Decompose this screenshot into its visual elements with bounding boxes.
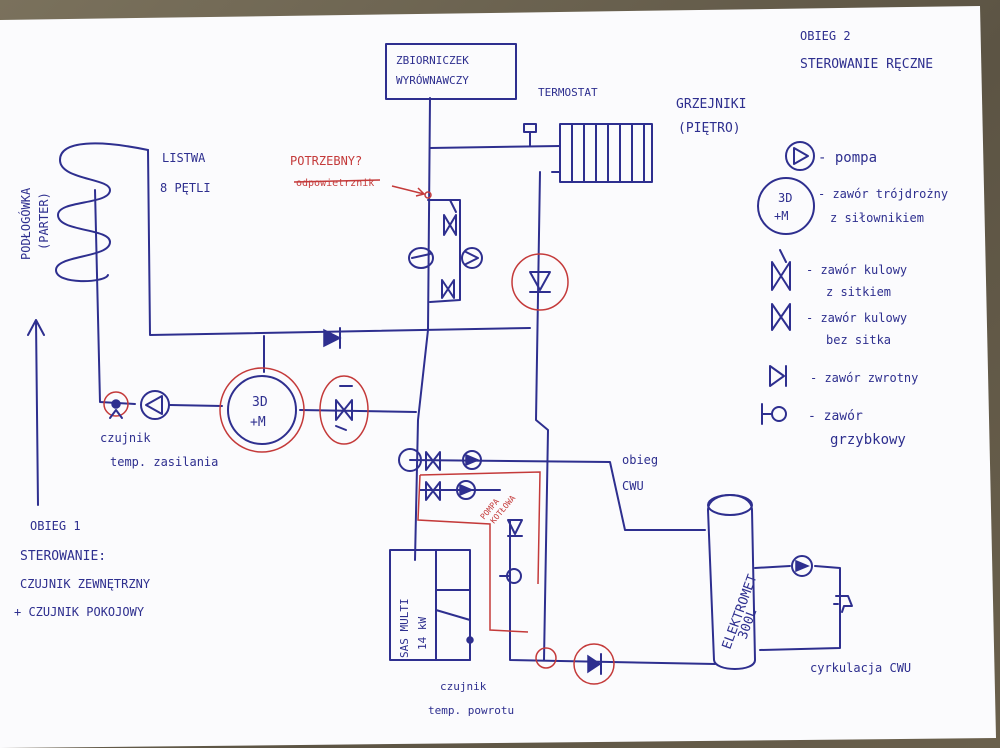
expansion-tank: ZBIORNICZEK WYRÓWNAWCZY [385, 43, 517, 100]
legend-check-text: - zawór zwrotny [810, 371, 918, 385]
legend-mixing-line2: +M [774, 209, 788, 223]
manifold-label-2: 8 PĘTLI [160, 181, 211, 195]
manifold-label-1: LISTWA [162, 151, 206, 165]
circulation-pump [791, 555, 813, 577]
boiler-label-1: SAS MULTI [398, 598, 411, 658]
floor-heating-coil: PODŁOGÓWKA (PARTER) [18, 142, 149, 283]
pump-icon [785, 141, 815, 171]
ball-valve-strainer-top [443, 199, 457, 236]
legend-strainer-text-2: z sitkiem [826, 285, 891, 299]
flow-arrow-icon [27, 319, 45, 506]
ball-valve-strainer-icon [771, 249, 791, 291]
pump-floor [140, 390, 170, 420]
circuit1-label-3: CZUJNIK ZEWNĘTRZNY [20, 577, 151, 591]
boiler: SAS MULTI 14 kW [389, 549, 471, 661]
expansion-tank-label-1: ZBIORNICZEK [396, 54, 469, 67]
floor-heating-label-1: PODŁOGÓWKA [18, 187, 33, 260]
circulation-label: cyrkulacja CWU [810, 661, 911, 675]
pump-supply-1 [408, 247, 434, 269]
air-vent-note: POTRZEBNY? odpowietrznik [290, 154, 432, 199]
legend-check-valve: - zawór zwrotny [769, 365, 918, 387]
return-sensor-label-1: czujnik [440, 680, 487, 693]
boiler-label-2: 14 kW [416, 617, 429, 650]
expansion-tank-label-2: WYRÓWNAWCZY [396, 74, 469, 87]
legend-mixing-text-2: z siłownikiem [830, 211, 924, 225]
check-valve-manifold [323, 327, 342, 349]
legend-mixing-line1: 3D [778, 191, 792, 205]
mixing-valve-label-1: 3D [252, 395, 268, 410]
radiators-label-2: (PIĘTRO) [678, 121, 741, 136]
paper-sheet [0, 6, 996, 748]
supply-sensor-label-2: temp. zasilania [110, 455, 218, 469]
circuit2-label-1: OBIEG 2 [800, 29, 851, 43]
circuit1-label-4: + CZUJNIK POKOJOWY [14, 605, 145, 619]
supply-temperature-sensor: czujnik temp. zasilania [100, 391, 218, 469]
legend-mushroom-text-2: grzybkowy [830, 432, 906, 448]
radiator: GRZEJNIKI (PIĘTRO) [551, 97, 746, 183]
check-valve-radiator [511, 253, 569, 311]
legend: - pompa 3D +M - zawór trójdrożny z siłow… [757, 141, 948, 448]
legend-ballvalve-text-1: - zawór kulowy [806, 311, 907, 325]
ball-valve-icon [771, 303, 791, 331]
mixing-valve-3d: 3D +M [219, 367, 305, 453]
dhw-circuit-label-1: obieg [622, 453, 658, 467]
legend-ball-valve: - zawór kulowy bez sitka [771, 303, 907, 347]
legend-mushroom-text-1: - zawór [808, 409, 863, 424]
thermostat: TERMOSTAT [523, 86, 598, 147]
legend-mushroom-valve: - zawór grzybkowy [761, 403, 906, 448]
legend-mixing-text-1: - zawór trójdrożny [818, 187, 948, 201]
supply-sensor-label-1: czujnik [100, 431, 151, 445]
mixing-valve-icon [757, 177, 815, 235]
floor-heating-label-2: (PARTER) [37, 192, 51, 250]
needed-struck-label: odpowietrznik [296, 178, 374, 189]
thermostat-label: TERMOSTAT [538, 86, 598, 99]
tap-icon [833, 595, 853, 613]
legend-pump: - pompa [785, 141, 877, 171]
legend-ballvalve-text-2: bez sitka [826, 333, 891, 347]
return-temperature-sensor: czujnik temp. powrotu [428, 636, 514, 717]
pump-supply-2 [461, 247, 483, 269]
return-check-valve [535, 643, 615, 685]
ball-valve-strainer-low [441, 279, 455, 299]
legend-strainer-text-1: - zawór kulowy [806, 263, 907, 277]
dhw-circuit-label-2: CWU [622, 479, 644, 493]
return-sensor-label-2: temp. powrotu [428, 704, 514, 717]
circuit1-label-2: STEROWANIE: [20, 549, 106, 564]
check-valve-icon [769, 365, 787, 387]
legend-pump-text: - pompa [818, 150, 877, 166]
ball-valve-floor [319, 375, 369, 445]
mixing-valve-label-2: +M [250, 415, 266, 430]
circuit1-label-1: OBIEG 1 [30, 519, 81, 533]
mushroom-valve-icon [761, 403, 773, 425]
legend-mixing-valve: 3D +M - zawór trójdrożny z siłownikiem [757, 177, 948, 235]
legend-ball-valve-strainer: - zawór kulowy z sitkiem [771, 249, 907, 299]
circuit2-label-2: STEROWANIE RĘCZNE [800, 57, 933, 72]
radiators-label-1: GRZEJNIKI [676, 97, 746, 112]
needed-label: POTRZEBNY? [290, 154, 362, 168]
